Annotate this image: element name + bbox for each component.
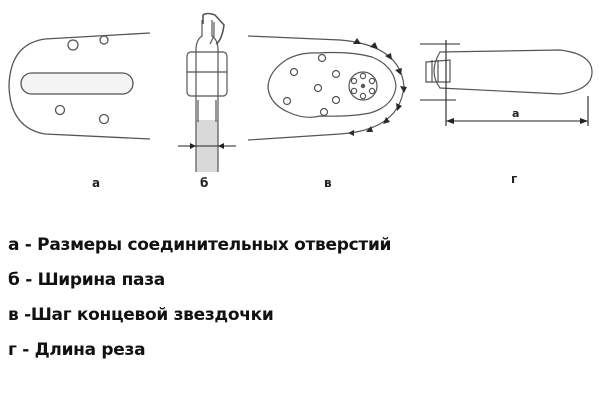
legend-list: а - Размеры соединительных отверстий б -… xyxy=(8,228,391,368)
rivet-2 xyxy=(282,96,292,106)
hub-hole-2 xyxy=(368,77,376,85)
rivet-6 xyxy=(313,83,323,93)
figure-label-g: г xyxy=(511,172,518,186)
groove-arrow-left xyxy=(190,143,196,149)
chain-link-hook xyxy=(202,12,225,45)
cut-length-arrow-left xyxy=(446,118,454,124)
sprocket-teeth xyxy=(348,38,407,136)
bar-g-mount-lines xyxy=(420,43,460,101)
hub-hole-1 xyxy=(359,72,367,80)
figure-v-nose-sprocket xyxy=(247,35,407,141)
figure-label-a: а xyxy=(92,176,101,190)
bar-section-right xyxy=(211,20,219,172)
rivet-4 xyxy=(319,107,329,117)
rivet-3 xyxy=(317,53,327,63)
chain-rivet xyxy=(186,51,228,97)
legend-item-b: б - Ширина паза xyxy=(8,270,165,290)
bar-section-left xyxy=(195,20,203,172)
hole-top-mid xyxy=(99,35,109,45)
hub-hole-5 xyxy=(350,87,358,95)
figure-g-cutting-length: а xyxy=(420,40,593,126)
dimension-label: а xyxy=(512,107,519,120)
hub-center xyxy=(360,83,366,89)
bar-g-clamp xyxy=(425,59,451,83)
hub-hole-6 xyxy=(350,77,358,85)
bar-a-outline xyxy=(8,32,151,140)
cut-length-arrow-right xyxy=(580,118,588,124)
chain-link-inner xyxy=(209,22,215,45)
groove-arrow-right xyxy=(218,143,224,149)
bar-g-outline xyxy=(433,49,593,95)
sprocket-outline xyxy=(267,51,397,118)
figure-a-bar-side xyxy=(8,32,151,140)
hub-hole-4 xyxy=(359,92,367,100)
rivet-5 xyxy=(331,69,341,79)
bar-v-outline xyxy=(247,35,405,141)
hole-bottom-left xyxy=(54,104,66,116)
hub-rim xyxy=(348,71,378,101)
figure-label-b: б xyxy=(200,176,209,190)
hole-top-left xyxy=(67,39,79,51)
chain-bar-diagram: а xyxy=(8,12,593,172)
mounting-slot xyxy=(20,72,134,95)
legend-item-g: г - Длина реза xyxy=(8,340,146,360)
hole-bottom-mid xyxy=(98,113,110,125)
rivet-1 xyxy=(289,67,299,77)
figure-label-v: в xyxy=(324,176,332,190)
legend-item-a: а - Размеры соединительных отверстий xyxy=(8,235,392,255)
drive-link xyxy=(197,100,217,122)
legend-item-v: в -Шаг концевой звездочки xyxy=(8,305,274,325)
figure-b-groove-section xyxy=(178,12,236,172)
rivet-7 xyxy=(331,95,341,105)
hub-hole-3 xyxy=(368,87,376,95)
